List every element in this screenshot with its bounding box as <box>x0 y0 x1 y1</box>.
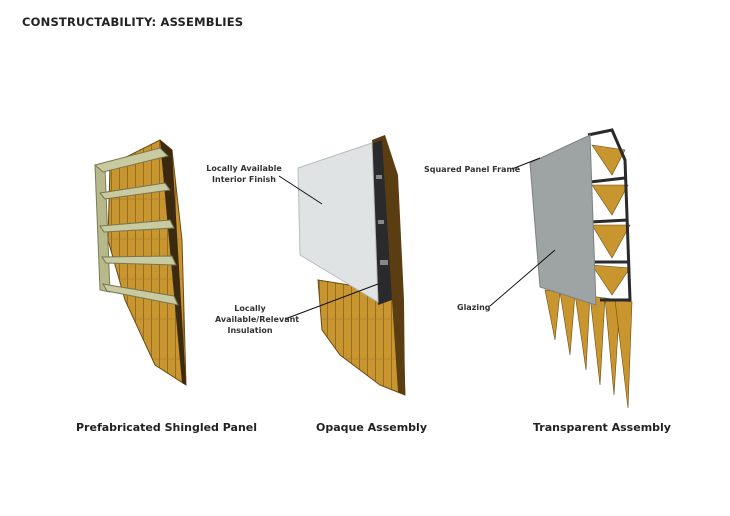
caption-transparent-assembly: Transparent Assembly <box>533 421 671 434</box>
label-panel-frame: Squared Panel Frame <box>424 165 521 174</box>
transparent-assembly <box>529 128 633 409</box>
opaque-assembly <box>297 135 406 396</box>
leader-lines <box>278 157 556 320</box>
prefabricated-shingled-panel <box>93 139 187 386</box>
page-title: CONSTRUCTABILITY: ASSEMBLIES <box>22 15 244 29</box>
label-insulation: Locally Available/Relevant Insulation <box>215 304 300 335</box>
caption-prefabricated-shingled-panel: Prefabricated Shingled Panel <box>76 421 258 434</box>
caption-opaque-assembly: Opaque Assembly <box>316 421 427 434</box>
label-glazing: Glazing <box>457 303 491 312</box>
label-interior-finish: Locally Available Interior Finish <box>206 164 282 184</box>
